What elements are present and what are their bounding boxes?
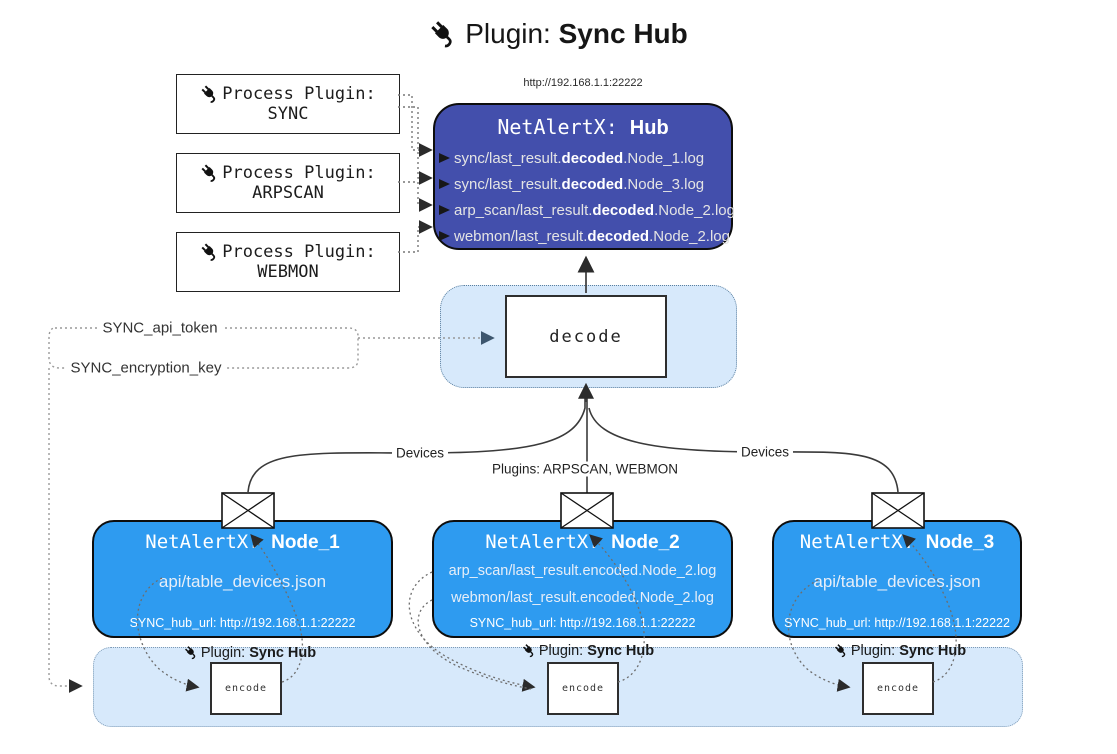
node-to-decode-curves: [247, 382, 899, 493]
node-box-node1: NetAlertX: Node_1 api/table_devices.json…: [92, 520, 393, 638]
hub-log-row: arp_scan/last_result.decoded.Node_2.log: [435, 197, 735, 223]
sync-api-token-label: SYNC_api_token: [97, 319, 223, 337]
process-plugin-box-webmon: Process Plugin: WEBMON: [176, 232, 400, 292]
process-plugin-name: ARPSCAN: [252, 183, 324, 203]
node-box-node3: NetAlertX: Node_3 api/table_devices.json…: [772, 520, 1022, 638]
process-plugin-box-sync: Process Plugin: SYNC: [176, 74, 400, 134]
hub-box: NetAlertX: Hub sync/last_result.decoded.…: [433, 103, 735, 250]
hub-title-name: Hub: [629, 117, 669, 139]
process-plugin-label: Process Plugin:: [222, 163, 376, 183]
process-plugin-label: Process Plugin:: [222, 242, 376, 262]
encode-plugin-label: Plugin: Sync Hub: [183, 645, 316, 661]
node-file-line: api/table_devices.json: [158, 572, 327, 591]
devices-label-right: Devices: [736, 444, 794, 460]
plug-icon: [200, 163, 220, 183]
arrow-right-icon: [439, 179, 450, 189]
node-hub-url: SYNC_hub_url: http://192.168.1.1:22222: [784, 616, 1010, 630]
hub-title-prefix: NetAlertX:: [497, 115, 630, 139]
node-file-lines: arp_scan/last_result.encoded.Node_2.log …: [448, 563, 717, 606]
node-file-line: api/table_devices.json: [813, 572, 981, 591]
hub-log-row: sync/last_result.decoded.Node_1.log: [435, 145, 731, 171]
encode-box: encode: [862, 662, 934, 715]
plugins-edge-label: Plugins: ARPSCAN, WEBMON: [487, 461, 683, 477]
node-hub-url: SYNC_hub_url: http://192.168.1.1:22222: [469, 616, 696, 630]
encode-box: encode: [547, 662, 619, 715]
encode-plugin-label: Plugin: Sync Hub: [521, 643, 654, 659]
process-plugin-name: SYNC: [267, 104, 309, 124]
encode-plugin-label: Plugin: Sync Hub: [833, 643, 966, 659]
node-box-node2: NetAlertX: Node_2 arp_scan/last_result.e…: [432, 520, 733, 638]
arrow-right-icon: [439, 231, 450, 241]
plug-icon: [833, 643, 849, 658]
process-plugin-box-arpscan: Process Plugin: ARPSCAN: [176, 153, 400, 213]
plug-icon: [521, 643, 537, 658]
arrow-right-icon: [439, 205, 450, 215]
sync-encryption-key-label: SYNC_encryption_key: [65, 359, 227, 377]
decode-box: decode: [505, 295, 667, 378]
hub-log-row: sync/last_result.decoded.Node_3.log: [435, 171, 731, 197]
page-title-prefix: Plugin:: [465, 18, 559, 49]
process-plugin-label: Process Plugin:: [222, 84, 376, 104]
plug-icon: [200, 242, 220, 262]
node-hub-url: SYNC_hub_url: http://192.168.1.1:22222: [129, 616, 356, 630]
plug-icon: [427, 19, 458, 49]
plug-icon: [183, 645, 199, 660]
page-title: Plugin: Sync Hub: [0, 18, 1117, 50]
plug-icon: [200, 84, 220, 104]
plugin-to-hub-connectors: [398, 94, 433, 253]
hub-log-row: webmon/last_result.decoded.Node_2.log: [435, 223, 731, 249]
devices-label-left: Devices: [391, 445, 449, 461]
encode-box: encode: [210, 662, 282, 715]
arrow-right-icon: [439, 153, 450, 163]
page-title-name: Sync Hub: [558, 18, 688, 49]
process-plugin-name: WEBMON: [257, 262, 319, 282]
hub-url-label: http://192.168.1.1:22222: [523, 77, 643, 89]
